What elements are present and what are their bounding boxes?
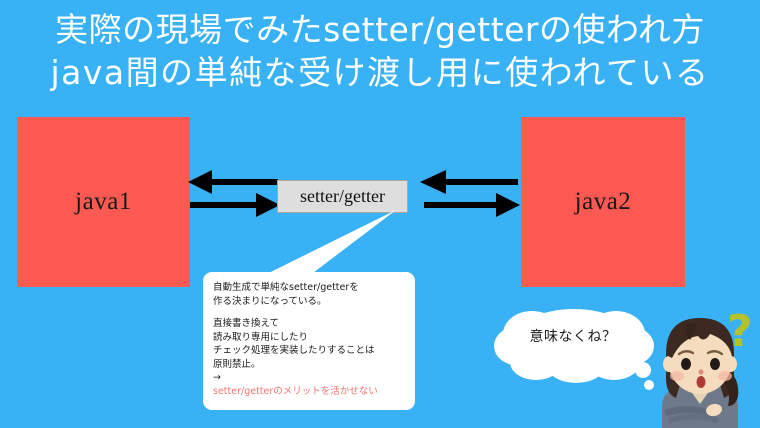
java1-label: java1 (75, 188, 132, 215)
callout-line-1: 自動生成で単純なsetter/getterを (213, 282, 359, 293)
page-title: 実際の現場でみたsetter/getterの使われ方 java間の単純な受け渡し… (0, 8, 760, 94)
arrow-left-top-2 (420, 170, 518, 194)
callout-line-5: 読み取り専用にしたり (213, 331, 309, 343)
character-mouth (696, 376, 706, 388)
title-line-1: 実際の現場でみたsetter/getterの使われ方 (55, 10, 705, 49)
setter-getter-label: setter/getter (300, 186, 385, 206)
callout-line-spacer (213, 308, 405, 317)
callout-line-2: 作る決まりになっている。 (213, 295, 327, 307)
thinking-woman-illustration: ? (662, 306, 753, 428)
character-face (668, 326, 732, 394)
callout-line-6: チェック処理を実装したりすることは (213, 345, 375, 356)
java1-box: java1 (17, 117, 190, 287)
java2-label: java2 (574, 188, 632, 215)
title-line-2: java間の単純な受け渡し用に使われている (50, 53, 710, 92)
arrow-right-bottom-2 (424, 193, 520, 217)
callout-line-8: → (213, 372, 221, 383)
left-arrow-pair (188, 170, 280, 217)
callout-line-4: 直接書き換えて (213, 318, 280, 329)
character-eye-right (710, 358, 720, 370)
callout-note: 自動生成で単純なsetter/getterを 作る決まりになっている。 直接書き… (203, 272, 415, 410)
thought-bubble (494, 309, 654, 390)
java2-box: java2 (521, 117, 685, 287)
character-cheek-right (718, 371, 732, 381)
character-hair-front (668, 322, 732, 358)
arrow-right-bottom (190, 193, 280, 217)
right-arrow-pair (420, 170, 520, 217)
character-eye-left (681, 358, 691, 370)
thought-bubble-text: 意味なくね？ (529, 329, 617, 345)
callout-highlight-line: setter/getterのメリットを活かせない (213, 385, 378, 397)
character-nose (698, 369, 704, 375)
character-eyebrow-left (677, 350, 695, 356)
callout-line-7: 原則禁止。 (213, 358, 261, 370)
setter-getter-box: setter/getter (277, 180, 408, 213)
character-cheek-left (670, 371, 684, 381)
character-eyebrow-right (706, 350, 724, 356)
arrow-left-top (188, 170, 278, 194)
